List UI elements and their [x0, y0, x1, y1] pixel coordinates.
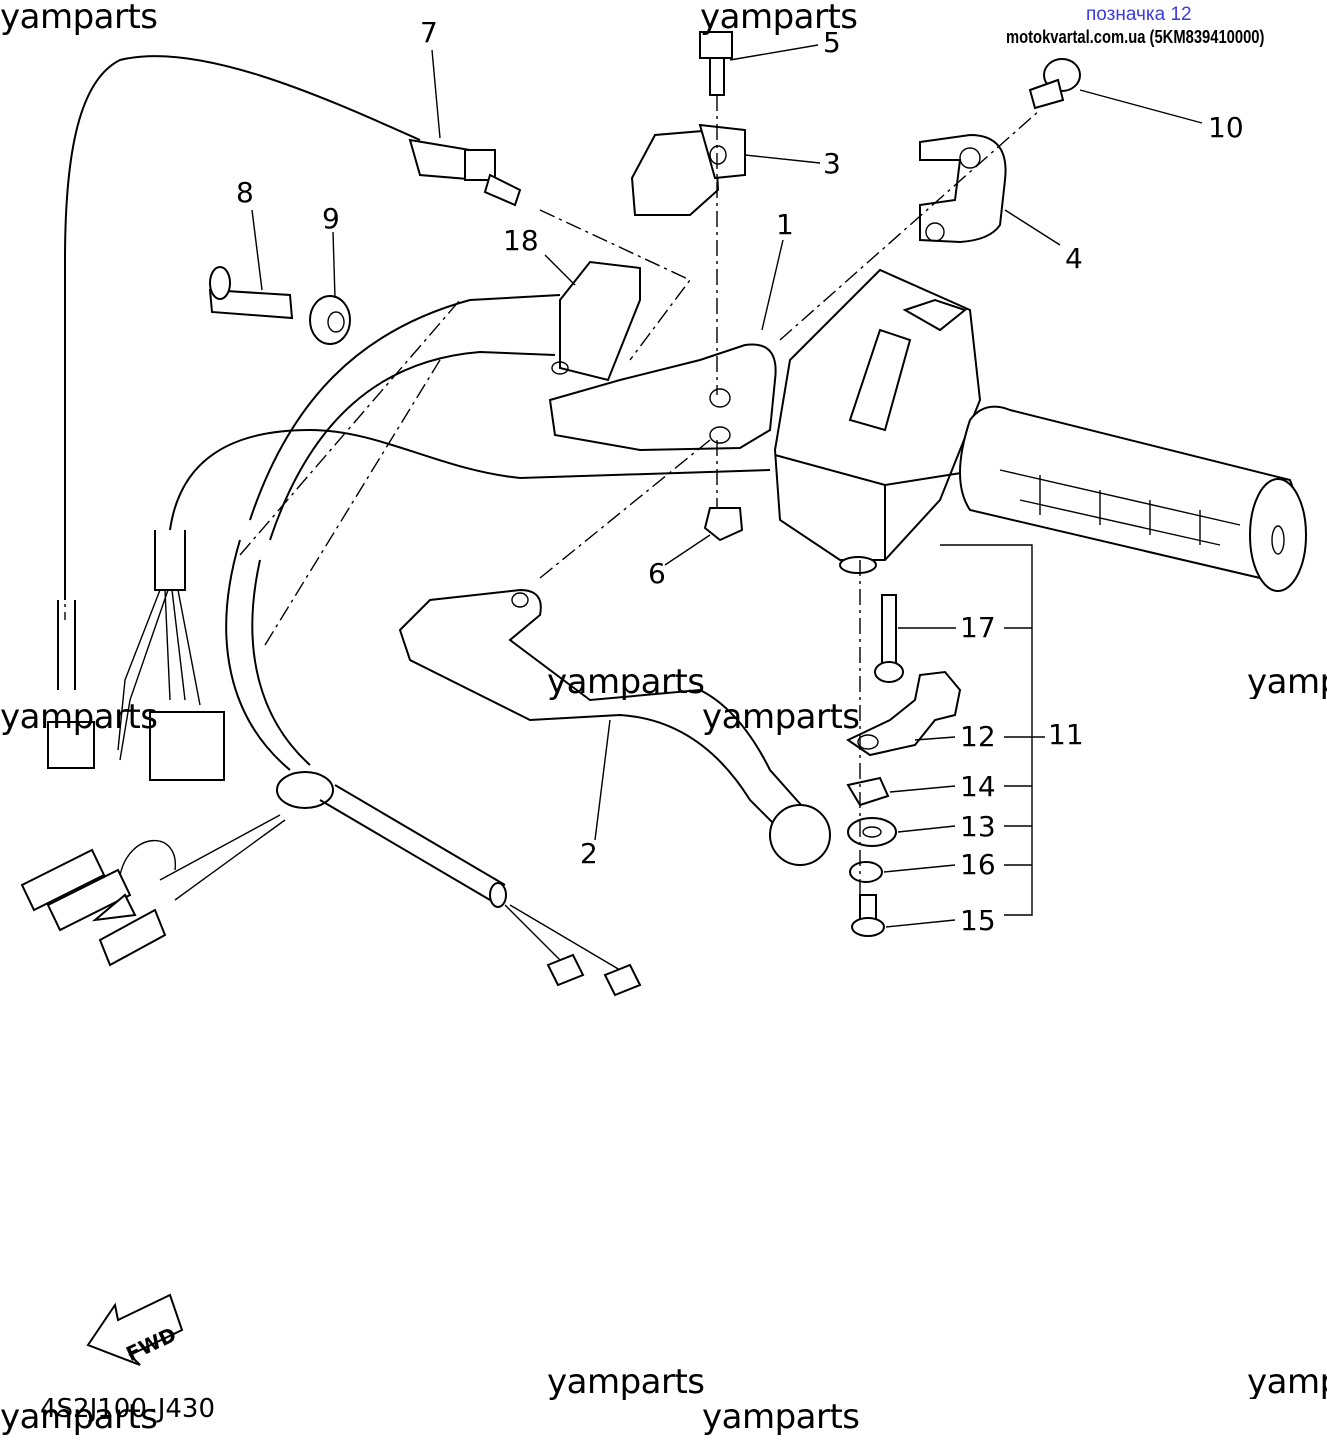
part-9-locknut — [309, 295, 351, 345]
part-7-cable-adjuster — [408, 138, 522, 207]
label-part-7: 7 — [420, 16, 438, 49]
leader-lines — [251, 44, 1203, 928]
label-part-5: 5 — [823, 26, 841, 59]
label-part-1: 1 — [776, 208, 794, 241]
connector-large — [149, 711, 225, 781]
part-1-lever-bracket — [548, 343, 777, 452]
watermark: yamparts — [547, 662, 705, 702]
label-part-4: 4 — [1065, 242, 1083, 275]
diagram-code: 4S2J100-J430 — [40, 1394, 216, 1424]
part-14-nut — [846, 776, 890, 807]
label-part-6: 6 — [648, 557, 666, 590]
label-part-8: 8 — [236, 176, 254, 209]
part-17-bolt — [874, 594, 904, 683]
label-part-9: 9 — [322, 202, 340, 235]
assembly-center-lines — [64, 95, 1041, 920]
watermark: yamparts — [702, 697, 860, 737]
part-number-labels: 7 5 3 10 4 8 9 18 1 6 2 17 12 11 14 13 1… — [236, 16, 1244, 937]
watermark: yamparts — [0, 1397, 158, 1437]
label-part-12: 12 — [960, 720, 996, 753]
watermark: yamparts — [702, 1397, 860, 1437]
part-10-screw — [1028, 58, 1081, 110]
part-18-cover — [551, 260, 641, 382]
part-13-washer — [847, 817, 897, 847]
watermark: yamparts — [1247, 1365, 1327, 1399]
handlebar-switch-and-grip — [773, 268, 1307, 592]
watermark: yamparts — [1247, 665, 1327, 699]
label-part-17: 17 — [960, 611, 996, 644]
label-part-10: 10 — [1208, 111, 1244, 144]
label-part-3: 3 — [823, 147, 841, 180]
part-16-lock-washer — [849, 861, 883, 883]
label-part-13: 13 — [960, 810, 996, 843]
label-part-18: 18 — [503, 224, 539, 257]
label-part-15: 15 — [960, 904, 996, 937]
part-15-screw — [851, 894, 885, 937]
part-2-lever — [398, 588, 831, 866]
part-5-bolt — [699, 31, 733, 96]
header-source: motokvartal.com.ua (5KM839410000) — [1006, 27, 1265, 47]
part-3-holder — [630, 123, 746, 216]
connector-small — [47, 721, 95, 769]
part-4-clamp — [919, 133, 1007, 244]
watermark: yamparts — [0, 0, 158, 37]
wiring-harness-drawing — [20, 55, 771, 997]
label-part-2: 2 — [580, 837, 598, 870]
part-8-adjuster-bolt — [208, 266, 294, 320]
label-part-16: 16 — [960, 848, 996, 881]
watermark: yamparts — [547, 1362, 705, 1402]
forward-direction-arrow: FWD — [86, 1293, 184, 1366]
watermark: yamparts — [700, 0, 858, 37]
part-12-hot-start-lever — [845, 670, 962, 757]
label-part-11: 11 — [1048, 718, 1084, 751]
watermark: yamparts — [0, 697, 158, 737]
header-label: позначка 12 — [1086, 4, 1192, 25]
part-6-nut — [703, 507, 744, 542]
label-part-14: 14 — [960, 770, 996, 803]
